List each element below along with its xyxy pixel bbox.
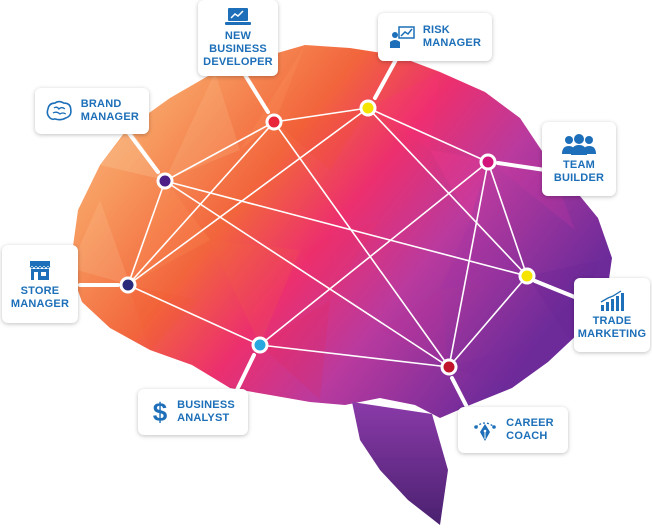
role-label-team-builder: TEAM BUILDER: [553, 158, 605, 184]
callout-business-analyst: $ BUSINESS ANALYST: [138, 389, 248, 435]
link: [127, 180, 166, 286]
link: [448, 275, 528, 368]
link: [367, 107, 489, 163]
callout-risk-manager: RISK MANAGER: [378, 13, 492, 61]
role-label-store-manager: STORE MANAGER: [10, 284, 70, 310]
link: [259, 344, 450, 368]
network-nodes: [119, 99, 536, 376]
callout-store-manager: STORE MANAGER: [2, 245, 78, 323]
link: [487, 161, 528, 277]
svg-text:$: $: [153, 398, 168, 426]
link: [127, 121, 275, 286]
network-links: [127, 107, 528, 368]
link: [367, 107, 528, 277]
node-business-analyst: [251, 336, 269, 354]
laptop-chart-icon: [225, 8, 251, 25]
link: [127, 284, 261, 346]
store-icon: [29, 260, 51, 280]
link: [127, 107, 369, 286]
callout-career-coach: CAREER COACH: [458, 407, 568, 453]
bar-chart-icon: [600, 289, 624, 311]
pen-nib-icon: [474, 422, 496, 441]
role-label-brand-manager: BRAND MANAGER: [80, 98, 139, 123]
node-risk-manager: [359, 99, 377, 117]
role-label-new-business-developer: NEW BUSINESS DEVELOPER: [203, 30, 273, 68]
presenter-chart-icon: [389, 26, 415, 48]
dollar-icon: $: [153, 398, 168, 426]
brain-shape: [70, 45, 612, 525]
link: [164, 180, 450, 368]
callout-pointers: [78, 54, 584, 415]
brain-icon: [46, 100, 72, 121]
callout-trade-marketing: TRADE MARKETING: [574, 278, 650, 352]
link: [448, 161, 489, 368]
node-new-business-developer: [265, 113, 283, 131]
link: [273, 121, 450, 368]
node-brand-manager: [156, 172, 174, 190]
role-label-trade-marketing: TRADE MARKETING: [577, 314, 647, 340]
callout-brand-manager: BRAND MANAGER: [35, 88, 149, 134]
node-career-coach: [440, 358, 458, 376]
callout-team-builder: TEAM BUILDER: [542, 122, 616, 196]
node-store-manager: [119, 276, 137, 294]
team-icon: [562, 133, 596, 155]
role-label-risk-manager: RISK MANAGER: [422, 24, 482, 49]
role-label-career-coach: CAREER COACH: [506, 417, 554, 442]
link: [164, 121, 275, 182]
callout-new-business-developer: NEW BUSINESS DEVELOPER: [198, 0, 278, 76]
link: [164, 180, 528, 277]
role-label-business-analyst: BUSINESS ANALYST: [177, 399, 235, 424]
link: [273, 107, 369, 123]
node-trade-marketing: [518, 267, 536, 285]
link: [259, 161, 489, 346]
node-team-builder: [479, 153, 497, 171]
